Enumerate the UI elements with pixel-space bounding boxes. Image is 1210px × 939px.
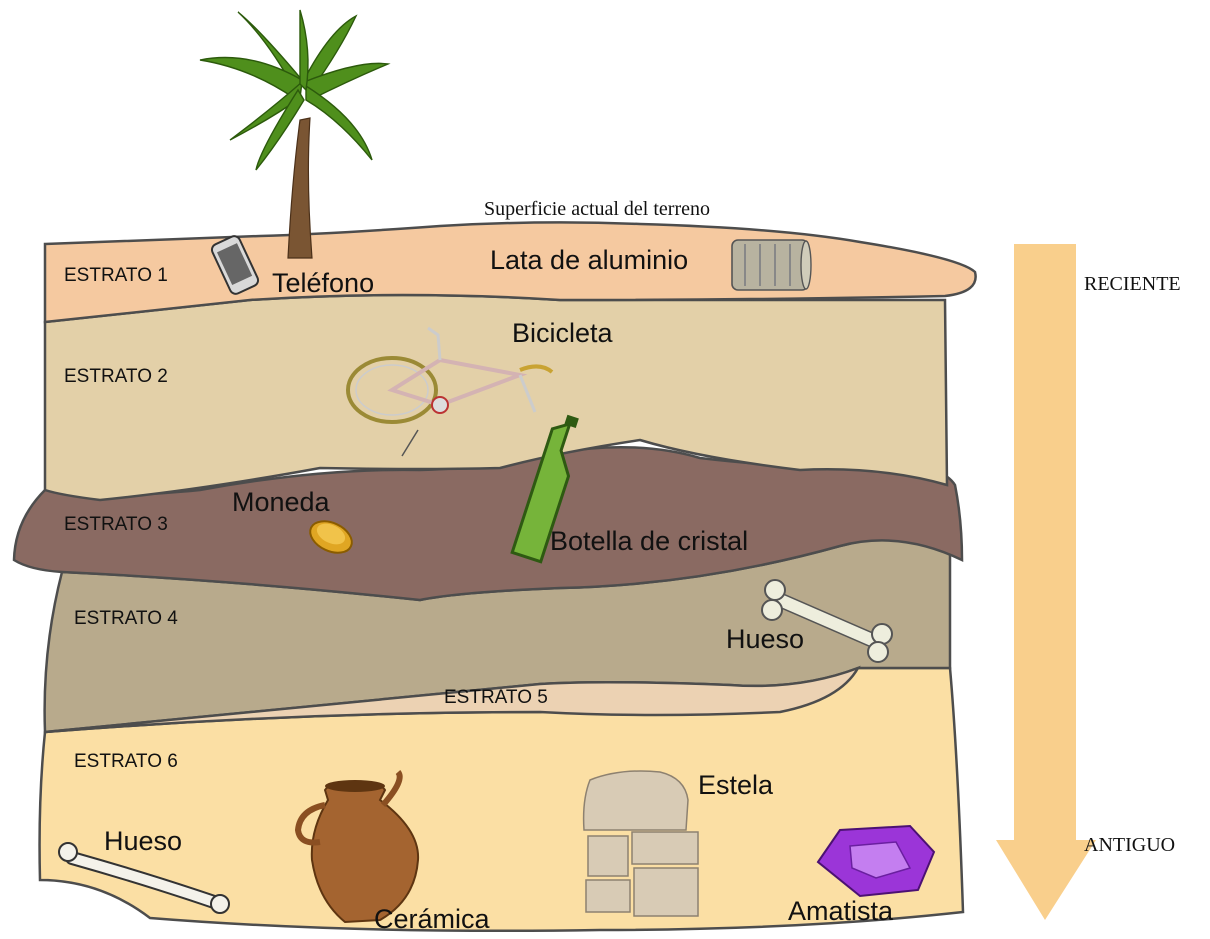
amatista-label: Amatista (788, 896, 894, 926)
surface-label: Superficie actual del terreno (484, 198, 710, 220)
stratum-4-label: ESTRATO 4 (74, 608, 178, 629)
can-icon (732, 240, 811, 290)
stratum-5-label: ESTRATO 5 (444, 687, 548, 708)
stratum-3-label: ESTRATO 3 (64, 514, 168, 535)
moneda-label: Moneda (232, 487, 331, 517)
botella-label: Botella de cristal (550, 526, 748, 556)
stratum-2-layer (45, 295, 947, 500)
recent-label: RECIENTE (1084, 273, 1181, 295)
telefono-label: Teléfono (272, 268, 374, 298)
stratum-2-label: ESTRATO 2 (64, 366, 168, 387)
ceramica-label: Cerámica (374, 904, 491, 934)
stratum-1-label: ESTRATO 1 (64, 265, 168, 286)
bicicleta-label: Bicicleta (512, 318, 614, 348)
old-label: ANTIGUO (1084, 834, 1175, 856)
estela-label: Estela (698, 770, 774, 800)
hueso-4-label: Hueso (726, 624, 804, 654)
hueso-6-label: Hueso (104, 826, 182, 856)
stele-icon (584, 771, 698, 916)
timeline-arrow (996, 244, 1096, 920)
stratum-6-label: ESTRATO 6 (74, 751, 178, 772)
palm-tree-icon (200, 10, 388, 258)
lata-label: Lata de aluminio (490, 245, 688, 275)
